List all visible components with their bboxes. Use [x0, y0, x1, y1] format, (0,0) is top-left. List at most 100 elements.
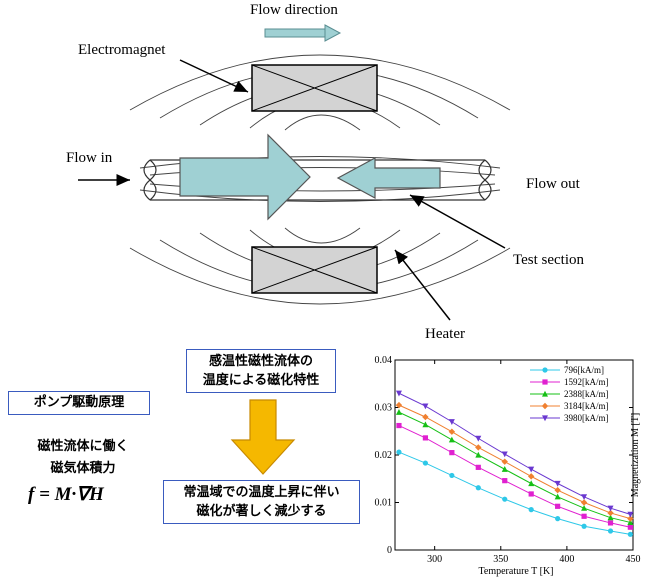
pump-principle-box: ポンプ駆動原理: [8, 391, 150, 415]
data-point: [581, 513, 587, 519]
data-point: [627, 524, 633, 530]
electromagnet-bottom: [251, 246, 378, 294]
y-tick-label: 0.02: [375, 450, 393, 461]
data-point: [475, 451, 482, 458]
y-tick-label: 0.04: [375, 355, 393, 366]
legend-label: 3980[kA/m]: [564, 413, 609, 423]
series-line: [398, 392, 631, 515]
legend-entry: 2388[kA/m]: [530, 389, 609, 399]
data-point: [607, 509, 614, 517]
label-test-section: Test section: [513, 252, 585, 268]
result-line1: 常温域での温度上昇に伴い: [183, 485, 340, 500]
data-point: [396, 449, 402, 455]
series: [395, 390, 634, 518]
body-force-line2: 磁気体積力: [50, 461, 116, 476]
data-point: [627, 511, 634, 518]
legend-label: 3184[kA/m]: [564, 401, 609, 411]
data-point: [422, 413, 429, 421]
series-line: [398, 411, 631, 523]
legend-entry: 3980[kA/m]: [530, 413, 609, 423]
x-tick-label: 400: [559, 554, 574, 565]
data-point: [475, 444, 482, 451]
thermo-sensitive-box: 感温性磁性流体の 温度による磁化特性: [186, 349, 336, 393]
data-point: [627, 519, 634, 526]
large-flow-arrow: [179, 133, 311, 221]
data-point: [449, 450, 455, 456]
thermo-sensitive-line2: 温度による磁化特性: [202, 373, 320, 388]
label-heater: Heater: [425, 326, 465, 342]
data-point: [475, 464, 481, 470]
data-point: [581, 523, 587, 529]
data-point: [627, 531, 633, 537]
data-point: [528, 507, 534, 513]
electromagnet-top: [251, 64, 378, 112]
series: [395, 409, 634, 526]
data-point: [449, 472, 455, 479]
legend-label: 1592[kA/m]: [564, 377, 609, 387]
data-point: [528, 480, 535, 487]
series-line: [398, 404, 631, 520]
y-axis-label: Magnetization M [T]: [630, 413, 641, 497]
data-point: [475, 485, 481, 491]
data-point: [555, 516, 561, 522]
y-tick-label: 0.01: [375, 498, 393, 509]
data-point: [554, 493, 561, 500]
data-point: [528, 466, 535, 473]
magnetization-chart: 300 350 400 450 0 0.01 0.02 0.03 0.04 796[kA/m] 1…: [375, 355, 642, 577]
label-flow-out: Flow out: [526, 176, 580, 192]
result-box: 常温域での温度上昇に伴い 磁化が著しく減少する: [163, 480, 360, 524]
x-tick-label: 350: [493, 554, 508, 565]
test-section-pointer: [409, 194, 506, 249]
data-point: [395, 409, 402, 415]
data-point: [542, 390, 548, 397]
data-point: [395, 401, 403, 409]
data-point: [554, 480, 561, 487]
data-point: [528, 491, 534, 497]
legend-label: 2388[kA/m]: [564, 389, 609, 399]
electromagnet-pointer: [179, 59, 249, 93]
data-point: [607, 514, 614, 521]
data-point: [542, 415, 548, 422]
label-electromagnet: Electromagnet: [78, 42, 166, 58]
down-arrow: [230, 399, 296, 475]
data-point: [607, 505, 614, 512]
pump-schematic: [78, 24, 511, 321]
data-point: [607, 520, 614, 526]
data-point: [607, 528, 614, 534]
data-point: [501, 451, 508, 458]
body-force-text: 磁性流体に働く 磁気体積力: [8, 436, 158, 480]
data-point: [580, 499, 588, 506]
result-line2: 磁化が著しく減少する: [196, 504, 327, 519]
x-tick-label: 300: [427, 554, 442, 565]
data-point: [581, 505, 588, 511]
y-tick-label: 0.03: [375, 403, 393, 414]
legend-entry: 796[kA/m]: [530, 365, 604, 375]
data-point: [396, 422, 402, 429]
heater-pointer: [394, 249, 451, 321]
label-flow-direction: Flow direction: [250, 2, 338, 18]
body-force-formula: f = M·∇H: [28, 484, 104, 505]
data-point: [422, 435, 429, 441]
label-flow-in: Flow in: [66, 150, 113, 166]
data-point: [502, 496, 508, 502]
data-point: [448, 436, 455, 443]
legend-entry: 3184[kA/m]: [530, 401, 609, 411]
data-point: [448, 419, 455, 425]
data-point: [395, 390, 402, 397]
series: [396, 449, 633, 537]
series-line: [398, 425, 631, 528]
data-point: [422, 403, 429, 410]
data-point: [541, 402, 549, 410]
body-force-line1: 磁性流体に働く: [37, 439, 129, 454]
x-tick-label: 450: [626, 554, 641, 565]
data-point: [542, 379, 548, 385]
small-counter-arrow: [336, 156, 441, 200]
y-tick-label: 0: [387, 545, 392, 556]
data-point: [581, 494, 588, 500]
data-point: [501, 458, 508, 465]
data-point: [555, 503, 561, 509]
x-axis-label: Temperature T [K]: [478, 566, 553, 577]
flow-direction-arrow: [264, 24, 342, 42]
series: [396, 422, 633, 530]
thermo-sensitive-line1: 感温性磁性流体の: [208, 354, 313, 369]
